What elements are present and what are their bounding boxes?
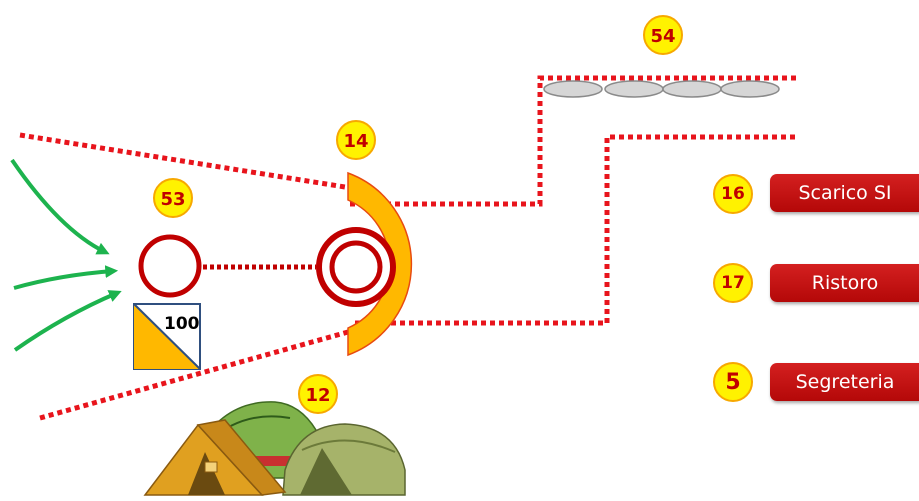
checkpoint-inner-ring [332,243,380,291]
flag-ellipse [605,81,663,97]
flag-ellipses [544,81,779,97]
badge-54-label: 54 [650,26,675,47]
legend-badge-16: 16 [713,174,753,214]
flag-ellipse [721,81,779,97]
legend-segreteria: Segreteria [770,363,919,401]
legend-badge-5: 5 [713,362,753,402]
green-arrow-icon [14,271,113,288]
badge-53: 53 [154,179,192,217]
badge-54: 54 [644,16,682,54]
badge-14: 14 [337,121,375,159]
legend-ristoro: Ristoro [770,264,919,302]
badge-12-label: 12 [305,385,330,406]
incoming-arrows [12,160,117,350]
flag-ellipse [544,81,602,97]
green-arrow-icon [15,293,117,350]
flag-ellipse [663,81,721,97]
badge-12: 12 [299,375,337,413]
green-arrow-icon [12,160,105,252]
tent-icon [145,402,405,495]
upper-funnel-line [20,135,345,187]
start-ring-icon [141,237,199,295]
legend-badge-17: 17 [713,263,753,303]
start-block-label: 100 [164,314,200,334]
badge-14-label: 14 [343,131,368,152]
badge-53-label: 53 [160,189,185,210]
legend-scarico-si: Scarico SI [770,174,919,212]
start-flag-icon: 100 [134,304,200,369]
